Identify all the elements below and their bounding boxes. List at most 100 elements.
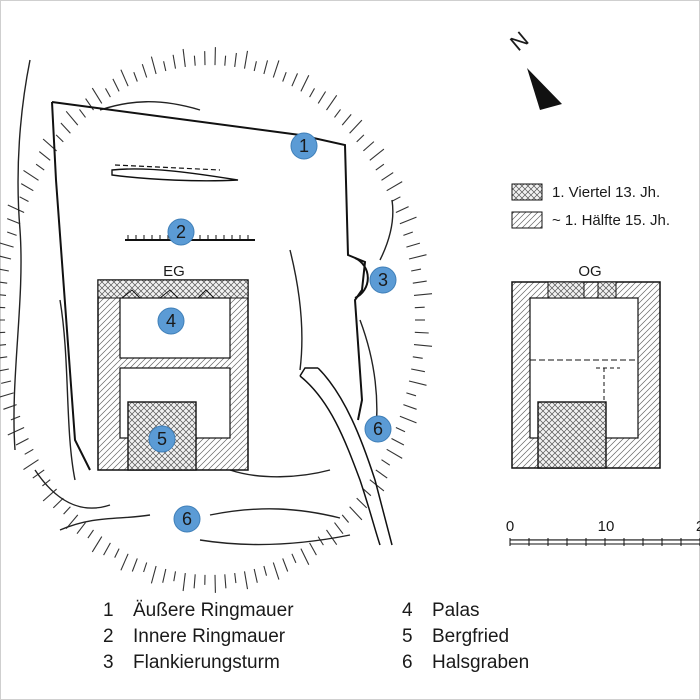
slope-hachure	[131, 558, 138, 572]
slope-hachure	[0, 331, 6, 334]
floor-label-eg: EG	[163, 263, 185, 280]
access-path-head	[299, 367, 318, 377]
marker-4: 4	[157, 307, 185, 335]
slope-hachure	[291, 73, 299, 87]
slope-hachure	[105, 88, 111, 98]
slope-hachure	[150, 565, 157, 584]
slope-hachure	[334, 109, 341, 118]
slope-hachure	[363, 488, 372, 497]
slope-hachure	[133, 72, 138, 82]
slope-hachure	[411, 368, 426, 373]
marker-6b: 6	[173, 505, 201, 533]
slope-hachure	[7, 204, 25, 213]
slope-hachure	[406, 242, 421, 248]
slope-hachure	[15, 438, 29, 446]
slope-hachure	[414, 306, 425, 309]
slope-hachure	[243, 571, 249, 590]
slope-hachure	[272, 562, 280, 580]
slope-hachure	[150, 56, 157, 75]
slope-hachures	[0, 47, 433, 593]
slope-hachure	[120, 69, 129, 87]
slope-hachure	[263, 60, 269, 75]
slope-hachure	[103, 542, 111, 556]
slope-hachure	[19, 196, 29, 202]
slope-hachure	[87, 529, 94, 539]
slope-hachure	[391, 438, 405, 446]
slope-hachure	[141, 64, 148, 78]
slope-hachure	[38, 151, 51, 161]
slope-hachure	[85, 98, 94, 111]
key-label-1: Äußere Ringmauer	[133, 600, 294, 621]
access-path-edge	[317, 367, 393, 546]
slope-hachure	[253, 61, 257, 72]
earthwork-feature	[111, 168, 239, 182]
legend-period-2: ~ 1. Hälfte 15. Jh.	[552, 212, 670, 229]
key-label-6: Halsgraben	[432, 652, 530, 673]
slope-hachure	[60, 122, 71, 134]
slope-hachure	[334, 522, 344, 535]
marker-3-label: 3	[378, 270, 388, 290]
slope-hachure	[0, 344, 7, 346]
legend-swatch-diagonal	[511, 211, 543, 229]
scale-bar: 0 10 2	[506, 518, 700, 546]
legend-swatch-crosshatch	[511, 183, 543, 201]
slope-hachure	[309, 88, 315, 98]
slope-hachure	[24, 448, 34, 455]
slope-hachure	[408, 380, 427, 386]
floor-label-og: OG	[578, 263, 601, 280]
slope-hachure	[386, 181, 403, 192]
slope-hachure	[112, 78, 120, 92]
legend-period-1: 1. Viertel 13. Jh.	[552, 184, 660, 201]
slope-hachure	[411, 268, 422, 272]
slope-hachure	[412, 356, 423, 359]
slope-hachure	[413, 344, 433, 347]
slope-hachure	[414, 331, 429, 334]
slope-hachure	[403, 404, 417, 410]
slope-hachure	[272, 60, 280, 78]
slope-hachure	[317, 91, 327, 104]
marker-1-label: 1	[299, 136, 309, 156]
upper-floor-plan	[511, 281, 661, 469]
slope-hachure	[408, 254, 427, 260]
slope-hachure	[23, 169, 39, 181]
access-path	[299, 375, 381, 546]
slope-hachure	[79, 109, 86, 118]
slope-hachure	[91, 536, 103, 553]
slope-hachure	[326, 529, 338, 546]
slope-hachure	[20, 183, 34, 192]
marker-5: 5	[148, 425, 176, 453]
marker-4-label: 4	[166, 311, 176, 331]
slope-hachure	[300, 548, 310, 565]
slope-hachure	[399, 415, 417, 424]
slope-hachure	[300, 75, 310, 92]
slope-hachure	[224, 574, 227, 589]
slope-hachure	[391, 196, 401, 202]
slope-hachure	[91, 87, 103, 104]
slope-hachure	[326, 94, 338, 111]
slope-hachure	[341, 114, 352, 126]
marker-3: 3	[369, 266, 397, 294]
key-number-3: 3	[103, 652, 114, 673]
slope-hachure	[369, 148, 385, 161]
marker-1: 1	[290, 132, 318, 160]
scale-tick-0: 0	[506, 518, 514, 535]
slope-hachure	[412, 280, 427, 284]
slope-hachure	[7, 427, 25, 436]
marker-6-label: 6	[373, 419, 383, 439]
slope-hachure	[395, 427, 406, 433]
slope-hachure	[0, 356, 8, 359]
scale-tick-20: 2	[696, 518, 700, 535]
key-number-5: 5	[402, 626, 413, 647]
slope-hachure	[35, 163, 45, 171]
slope-hachure	[263, 565, 268, 576]
slope-hachure	[7, 231, 17, 236]
marker-6b-label: 6	[182, 509, 192, 529]
slope-hachure	[224, 55, 227, 66]
key-label-5: Bergfried	[432, 626, 510, 647]
slope-hachure	[0, 294, 7, 296]
slope-hachure	[182, 48, 186, 67]
